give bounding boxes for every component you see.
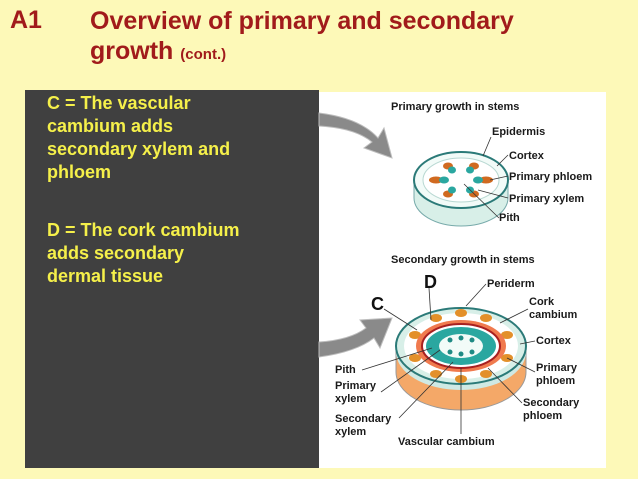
primary-stem-illustration [413,136,509,227]
secondary-heading: Secondary growth in stems [391,254,535,266]
text-c-line-2: cambium adds [47,116,174,136]
label-primary-xylem: Primary xylem [509,193,584,205]
label-primary-xylem-2a: Primary [335,380,377,392]
text-d-line-1: D = The cork cambium [47,220,240,240]
label-cortex-secondary: Cortex [536,335,572,347]
title-line-2: growth [90,37,174,65]
label-secondary-xylem-b: xylem [335,426,366,438]
primary-heading: Primary growth in stems [391,101,519,113]
marker-c: C [371,294,384,314]
text-c-line-4: phloem [47,162,112,182]
slide-code: A1 [10,6,42,34]
label-primary-phloem-2b: phloem [536,375,575,387]
label-secondary-xylem-a: Secondary [335,413,392,425]
label-periderm: Periderm [487,278,535,290]
text-c-line-1: C = The vascular [47,93,191,113]
text-d-line-2: adds secondary [47,243,185,263]
label-pith-secondary: Pith [335,364,356,376]
text-d-line-3: dermal tissue [47,266,164,286]
label-primary-phloem-2a: Primary [536,362,578,374]
label-secondary-phloem-b: phloem [523,410,562,422]
arrow-to-primary [318,112,393,159]
text-panel: C = The vascular cambium adds secondary … [25,90,319,468]
label-cambium: cambium [529,309,578,321]
vascular-cambium-text: C = The vascular cambium adds secondary … [47,92,230,184]
label-cork: Cork [529,296,555,308]
label-pith-primary: Pith [499,212,520,224]
secondary-stem-illustration [361,283,536,434]
title-suffix: (cont.) [180,46,227,63]
label-epidermis: Epidermis [492,126,545,138]
title-line-1: Overview of primary and secondary [90,7,514,35]
label-cortex-primary: Cortex [509,150,545,162]
cork-cambium-text: D = The cork cambium adds secondary derm… [47,219,240,288]
label-primary-xylem-2b: xylem [335,393,366,405]
label-primary-phloem: Primary phloem [509,171,592,183]
label-vascular-cambium: Vascular cambium [398,436,495,448]
text-c-line-3: secondary xylem and [47,139,231,159]
slide-title: Overview of primary and secondary growth… [90,6,514,70]
label-secondary-phloem-a: Secondary [523,397,580,409]
marker-d: D [424,272,437,292]
arrow-to-secondary [318,317,393,358]
